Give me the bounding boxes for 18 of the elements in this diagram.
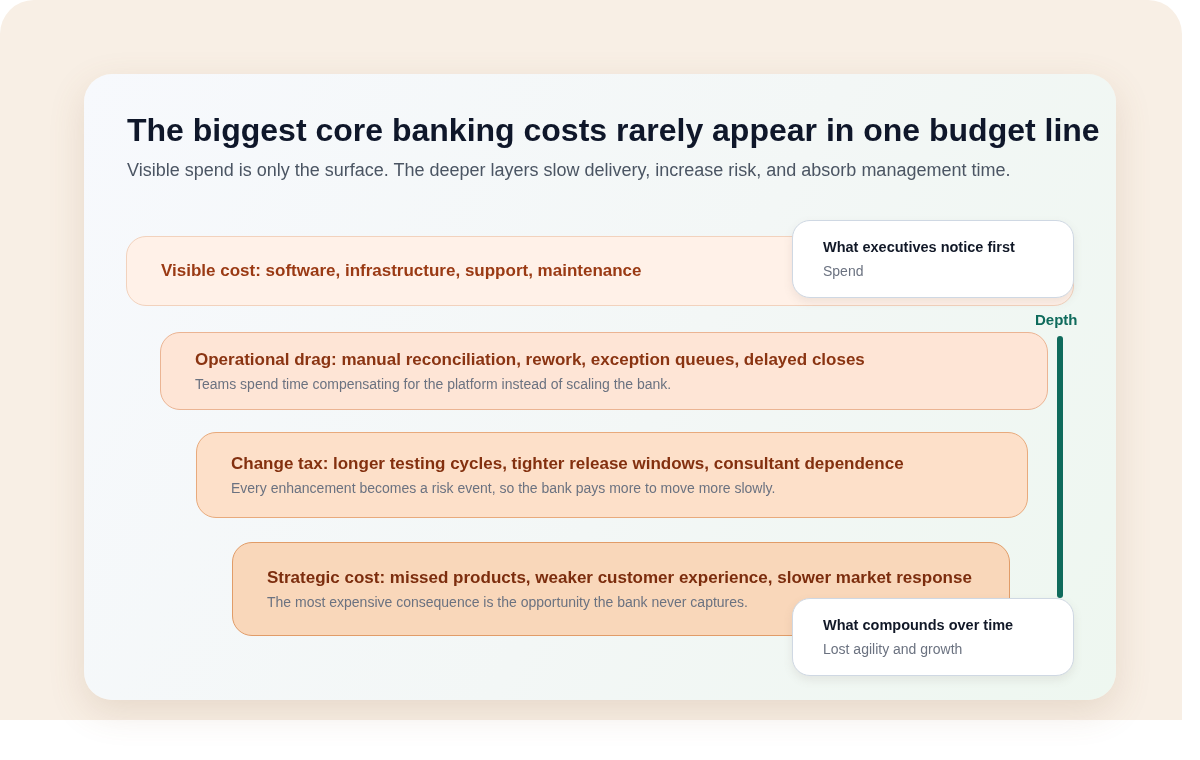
- layer-title: Strategic cost: missed products, weaker customer experience, slower market response: [267, 567, 972, 589]
- callout-card: [792, 598, 1074, 676]
- axis-label: Depth: [1035, 311, 1078, 328]
- layer-title: Operational drag: manual reconciliation, rework, exception queues, delayed closes: [195, 349, 865, 371]
- layer-title: Visible cost: software, infrastructure, support, maintenance: [161, 260, 642, 282]
- callout-title: What compounds over time: [823, 616, 1014, 634]
- layer-description: Teams spend time compensating for the platform instead of scaling the bank.: [195, 375, 672, 393]
- cost-layer: [196, 432, 1028, 518]
- callout-card: [792, 220, 1074, 298]
- layer-title: Change tax: longer testing cycles, tighter release windows, consultant dependence: [231, 453, 904, 475]
- layer-description: Every enhancement becomes a risk event, so the bank pays more to move more slowly.: [231, 479, 776, 497]
- subtitle: Visible spend is only the surface. The deeper layers slow delivery, increase risk, and absorb management time.: [127, 160, 1011, 181]
- layer-description: The most expensive consequence is the opportunity the bank never captures.: [267, 593, 748, 611]
- callout-text: Lost agility and growth: [823, 640, 963, 658]
- callout-text: Spend: [823, 262, 864, 280]
- cost-layer: [160, 332, 1048, 410]
- callout-title: What executives notice first: [823, 238, 1015, 256]
- page-title: The biggest core banking costs rarely appear in one budget line: [127, 111, 1100, 150]
